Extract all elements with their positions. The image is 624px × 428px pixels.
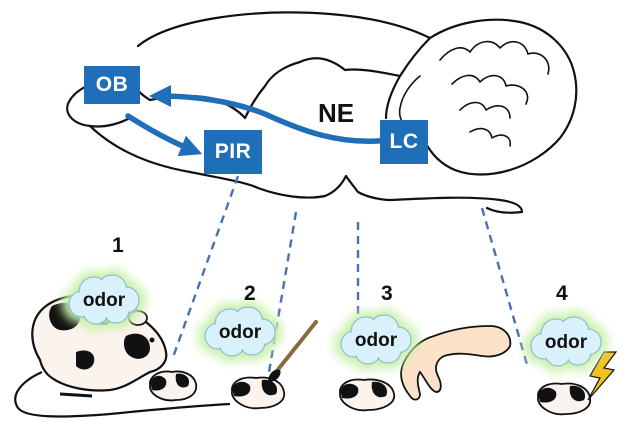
- dashed-leaders: [170, 175, 530, 379]
- odor-label-1: odor: [83, 290, 126, 311]
- adult-mouse-tail: [14, 370, 231, 418]
- shock-bolt-icon: [587, 351, 618, 401]
- ob-region-box: OB: [84, 66, 140, 104]
- lc-region-box: LC: [380, 120, 428, 164]
- panel-4-scene: [537, 351, 618, 416]
- odor-clouds: odor odor odor odor: [61, 269, 609, 373]
- pup-4-spot: [569, 385, 586, 402]
- pup-1-head: [150, 375, 167, 391]
- cortex-outline: [130, 11, 432, 120]
- cerebellum-folia: [398, 40, 550, 147]
- odor-label-4: odor: [545, 332, 588, 353]
- adult-mouse-electrode: [59, 392, 93, 398]
- leader-line-1: [170, 175, 240, 361]
- odor-cloud-1: odor: [61, 269, 147, 331]
- pup-2-head: [232, 381, 251, 397]
- odor-cloud-2: odor: [197, 301, 283, 363]
- odor-label-2: odor: [219, 322, 262, 343]
- brush-tip: [268, 369, 281, 382]
- odor-label-3: odor: [355, 330, 398, 351]
- pup-4-head: [538, 387, 557, 403]
- odor-cloud-4: odor: [523, 311, 609, 373]
- adult-mouse-spot-3: [123, 333, 150, 359]
- panel-number-4: 4: [556, 282, 568, 305]
- pup-3-spot: [371, 381, 388, 398]
- panel-number-2: 2: [244, 282, 256, 305]
- adult-mouse-spot-4: [76, 350, 95, 370]
- leader-line-2: [266, 211, 298, 379]
- brainstem-outline: [384, 74, 402, 120]
- pup-2-spot: [261, 379, 278, 396]
- pir-label: PIR: [214, 140, 252, 163]
- ob-label: OB: [95, 73, 129, 96]
- panel-number-1: 1: [112, 234, 124, 257]
- panel-3-scene: [339, 325, 512, 412]
- lc-to-ob-arrow: [149, 85, 393, 145]
- panel-2-scene: [231, 320, 318, 410]
- pir-region-box: PIR: [204, 130, 262, 174]
- panel-number-3: 3: [381, 282, 393, 305]
- pup-1-spot: [175, 373, 190, 388]
- odor-cloud-3: odor: [333, 309, 419, 371]
- cerebellum-outline: [422, 18, 578, 176]
- brush-handle: [274, 320, 318, 374]
- adult-mouse-eye: [149, 337, 155, 343]
- ventral-outline: [88, 124, 524, 214]
- ne-label: NE: [318, 98, 355, 128]
- pup-3-head: [340, 383, 359, 399]
- projection-arrows: [125, 85, 393, 157]
- human-hand: [400, 325, 512, 401]
- ob-to-pir-arrow: [125, 113, 203, 157]
- lc-label: LC: [389, 130, 419, 153]
